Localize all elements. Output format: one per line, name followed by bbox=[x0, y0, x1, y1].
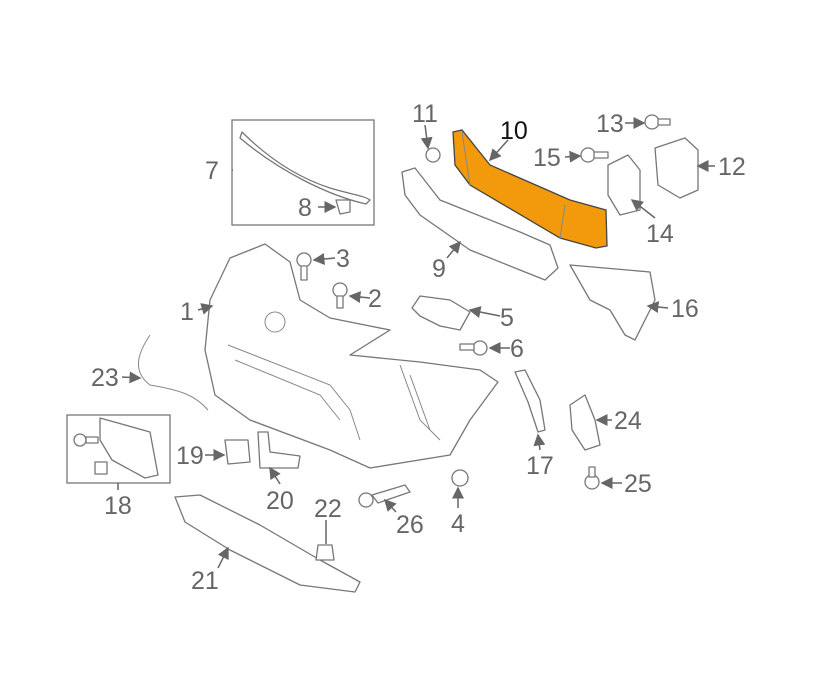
callout-19: 19 bbox=[176, 442, 204, 470]
callout-6: 6 bbox=[510, 335, 524, 363]
callout-22: 22 bbox=[314, 495, 342, 523]
callout-16: 16 bbox=[671, 295, 699, 323]
callout-2: 2 bbox=[368, 285, 382, 313]
callout-15: 15 bbox=[533, 144, 561, 172]
callout-20: 20 bbox=[266, 487, 294, 515]
callout-9: 9 bbox=[432, 255, 446, 283]
callout-11: 11 bbox=[412, 100, 438, 128]
callout-10: 10 bbox=[500, 117, 528, 145]
fastener-icons bbox=[73, 114, 671, 490]
callout-4: 4 bbox=[451, 510, 465, 538]
part-22-clip bbox=[315, 544, 335, 561]
part-16-bracket bbox=[569, 264, 656, 341]
callout-7: 7 bbox=[205, 157, 219, 185]
part-1-bumper-cover bbox=[204, 243, 499, 469]
part-19-sensor bbox=[224, 439, 251, 465]
part-17-seal bbox=[514, 369, 546, 433]
callout-14: 14 bbox=[646, 220, 674, 248]
callout-17: 17 bbox=[526, 452, 554, 480]
leader-lines bbox=[117, 117, 715, 569]
callout-1: 1 bbox=[180, 298, 194, 326]
part-5-bracket bbox=[411, 295, 471, 331]
part-24-bracket bbox=[569, 394, 601, 451]
callout-18: 18 bbox=[104, 492, 132, 520]
part-7-molding bbox=[239, 131, 371, 205]
callout-23: 23 bbox=[91, 364, 119, 392]
part-18-license-bracket bbox=[99, 417, 159, 479]
callout-24: 24 bbox=[614, 407, 642, 435]
part-10-bumper-reinforcement bbox=[452, 129, 608, 249]
part-23-wiring bbox=[137, 334, 209, 411]
part-9-absorber bbox=[401, 167, 559, 281]
part-12-bracket bbox=[654, 137, 699, 199]
callout-25: 25 bbox=[624, 470, 652, 498]
callout-26: 26 bbox=[396, 511, 424, 539]
callout-21: 21 bbox=[191, 567, 219, 595]
part-8-clip bbox=[335, 199, 351, 215]
callout-3: 3 bbox=[336, 245, 350, 273]
callout-5: 5 bbox=[500, 304, 514, 332]
part-20-bracket bbox=[257, 431, 301, 469]
part-14-bracket bbox=[607, 154, 641, 216]
part-26-tow-hook bbox=[371, 484, 411, 504]
group-box-7 bbox=[231, 119, 375, 226]
callout-13: 13 bbox=[596, 110, 624, 138]
part-21-under-cover bbox=[174, 494, 361, 593]
callout-12: 12 bbox=[718, 153, 746, 181]
callout-8: 8 bbox=[298, 194, 312, 222]
